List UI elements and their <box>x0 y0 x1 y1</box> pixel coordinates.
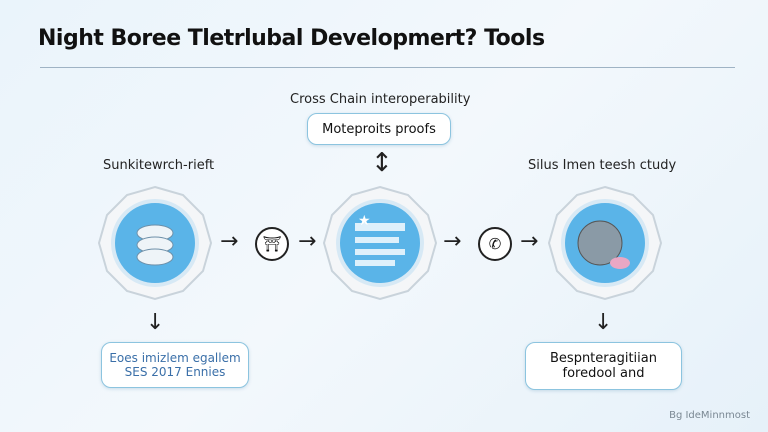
arrow-right-icon: → <box>520 229 539 254</box>
document-gear-icon: ★ <box>322 185 438 301</box>
disc-gear-icon <box>547 185 663 301</box>
svg-text:★: ★ <box>358 213 371 229</box>
right-box-line1: Bespnteragitiian <box>550 351 657 366</box>
arrow-right-icon: → <box>298 229 317 254</box>
left-box-line1: Eoes imizlem egallem <box>109 351 241 365</box>
phone-icon: ✆ <box>478 227 512 261</box>
top-box: Moteproits proofs <box>307 113 451 145</box>
credit-text: Bg IdeMinnmost <box>669 410 750 421</box>
arrow-right-icon: → <box>443 229 462 254</box>
right-label: Silus Imen teesh ctudy <box>528 158 677 173</box>
top-label: Cross Chain interoperability <box>290 92 471 107</box>
arrow-right-icon: → <box>220 229 239 254</box>
page-title: Night Boree Tletrlubal Developmert? Tool… <box>38 26 545 51</box>
arrow-down-icon: ↓ <box>594 310 613 335</box>
left-label: Sunkitewrch-rieft <box>103 158 215 173</box>
coins-gear-icon <box>97 185 213 301</box>
left-box-line2: SES 2017 Ennies <box>124 365 226 379</box>
left-box: Eoes imizlem egallem SES 2017 Ennies <box>101 342 249 388</box>
right-box-line2: foredool and <box>562 366 645 381</box>
arrow-down-icon: ↓ <box>146 310 165 335</box>
bridge-icon: ⛩ <box>255 227 289 261</box>
top-box-text: Moteproits proofs <box>322 121 436 137</box>
divider <box>40 67 735 68</box>
right-box: Bespnteragitiian foredool and <box>525 342 682 390</box>
updown-arrow-icon: ↕ <box>371 148 393 178</box>
